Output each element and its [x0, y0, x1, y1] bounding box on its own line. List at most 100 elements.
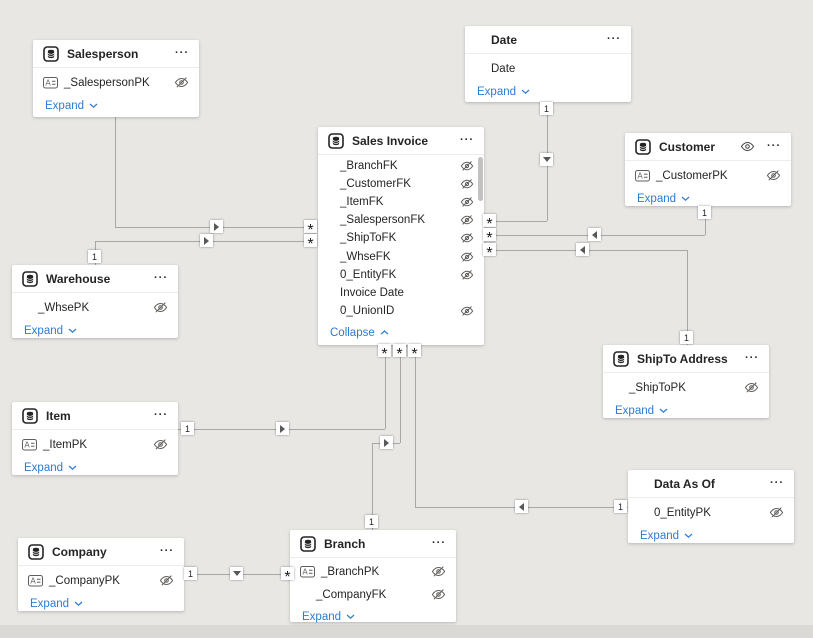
cardinality-one: 1	[88, 250, 101, 263]
more-options-button[interactable]: ···	[175, 47, 189, 59]
expand-toggle[interactable]: Expand	[290, 606, 456, 628]
eye-slash-icon	[769, 505, 784, 520]
table-card-item[interactable]: Item ··· _ItemPK Expand	[12, 402, 178, 475]
more-options-button[interactable]: ···	[745, 352, 759, 364]
filter-direction-arrow	[276, 422, 289, 435]
table-header[interactable]: Warehouse ···	[12, 265, 178, 293]
table-title: Company	[52, 544, 107, 559]
more-options-button[interactable]: ···	[432, 537, 446, 549]
field-name: _ItemFK	[340, 196, 384, 209]
more-options-button[interactable]: ···	[160, 545, 174, 557]
relationship-line-branch-salesinvoice[interactable]	[372, 443, 373, 530]
table-card-salesperson[interactable]: Salesperson ··· _SalespersonPK Expand	[33, 40, 199, 117]
cardinality-many: *	[483, 228, 496, 241]
table-card-date[interactable]: Date ··· Date Expand	[465, 26, 631, 102]
expand-toggle[interactable]: Expand	[625, 188, 791, 210]
table-card-sales-invoice[interactable]: Sales Invoice ··· _BranchFK _CustomerFK …	[318, 127, 484, 345]
relationship-line-customer-salesinvoice[interactable]	[705, 206, 706, 235]
relationship-line-salesperson-salesinvoice[interactable]	[115, 117, 116, 227]
relationship-line-shipto-salesinvoice[interactable]	[687, 250, 688, 345]
field-row[interactable]: _ItemPK	[12, 432, 178, 457]
table-card-data-as-of[interactable]: Data As Of ··· 0_EntityPK Expand	[628, 470, 794, 543]
table-header[interactable]: Customer ···	[625, 133, 791, 161]
field-name: _ShipToFK	[340, 232, 397, 245]
expand-toggle[interactable]: Expand	[12, 320, 178, 342]
field-name: _ItemPK	[43, 438, 88, 451]
table-card-warehouse[interactable]: Warehouse ··· _WhsePK Expand	[12, 265, 178, 338]
chevron-down-icon	[684, 533, 693, 539]
chevron-down-icon	[89, 103, 98, 109]
expand-label: Expand	[477, 86, 517, 98]
eye-slash-icon	[460, 231, 474, 245]
field-row[interactable]: _CustomerFK	[318, 175, 484, 193]
table-header[interactable]: ShipTo Address ···	[603, 345, 769, 373]
field-row[interactable]: _CompanyFK	[290, 583, 456, 606]
more-options-button[interactable]: ···	[154, 272, 168, 284]
expand-toggle[interactable]: Expand	[33, 95, 199, 117]
expand-toggle[interactable]: Expand	[18, 593, 184, 615]
eye-slash-icon	[431, 587, 446, 602]
eye-icon[interactable]	[740, 139, 755, 154]
database-table-icon	[635, 138, 651, 155]
database-table-icon	[328, 132, 344, 149]
more-options-button[interactable]: ···	[767, 140, 781, 152]
filter-direction-arrow	[200, 234, 213, 247]
relationship-line-dataasof-salesinvoice[interactable]	[415, 345, 416, 507]
collapse-toggle[interactable]: Collapse	[318, 320, 484, 345]
expand-toggle[interactable]: Expand	[465, 81, 631, 103]
scrollbar-thumb[interactable]	[478, 157, 483, 201]
table-card-shipto-address[interactable]: ShipTo Address ··· _ShipToPK Expand	[603, 345, 769, 418]
filter-direction-arrow	[380, 436, 393, 449]
expand-toggle[interactable]: Expand	[628, 525, 794, 547]
table-card-branch[interactable]: Branch ··· _BranchPK _CompanyFK Expand	[290, 530, 456, 623]
field-row[interactable]: 0_EntityFK	[318, 266, 484, 284]
field-name: _WhsePK	[38, 301, 90, 314]
eye-slash-icon	[153, 300, 168, 315]
relationship-line-date-salesinvoice[interactable]	[484, 221, 547, 222]
table-card-company[interactable]: Company ··· _CompanyPK Expand	[18, 538, 184, 611]
table-title: Data As Of	[654, 476, 715, 491]
expand-toggle[interactable]: Expand	[603, 400, 769, 422]
field-row[interactable]: _ShipToPK	[603, 375, 769, 400]
field-row[interactable]: _SalespersonPK	[33, 70, 199, 95]
eye-slash-icon	[159, 573, 174, 588]
field-row[interactable]: _ShipToFK	[318, 229, 484, 247]
field-row[interactable]: Invoice Date	[318, 284, 484, 302]
field-row[interactable]: _WhsePK	[12, 295, 178, 320]
table-header[interactable]: Date ···	[465, 26, 631, 54]
chevron-down-icon	[346, 614, 355, 620]
cardinality-many: *	[408, 344, 421, 357]
table-card-customer[interactable]: Customer ··· _CustomerPK Expand	[625, 133, 791, 206]
more-options-button[interactable]: ···	[607, 33, 621, 45]
field-row[interactable]: Date	[465, 56, 631, 81]
field-row[interactable]: _SalespersonFK	[318, 211, 484, 229]
field-name: 0_EntityFK	[340, 268, 397, 281]
table-header[interactable]: Company ···	[18, 538, 184, 566]
table-header[interactable]: Data As Of ···	[628, 470, 794, 498]
table-header[interactable]: Sales Invoice ···	[318, 127, 484, 155]
more-options-button[interactable]: ···	[460, 134, 474, 146]
chevron-down-icon	[681, 196, 690, 202]
table-header[interactable]: Branch ···	[290, 530, 456, 558]
field-row[interactable]: 0_EntityPK	[628, 500, 794, 525]
eye-slash-icon	[460, 159, 474, 173]
field-row[interactable]: 0_UnionID	[318, 302, 484, 320]
filter-direction-arrow	[210, 220, 223, 233]
expand-toggle[interactable]: Expand	[12, 457, 178, 479]
relationship-line-branch-salesinvoice[interactable]	[400, 345, 401, 443]
field-row[interactable]: _BranchPK	[290, 560, 456, 583]
field-row[interactable]: _BranchFK	[318, 157, 484, 175]
field-row[interactable]: _CompanyPK	[18, 568, 184, 593]
field-row[interactable]: _CustomerPK	[625, 163, 791, 188]
filter-direction-arrow	[540, 153, 553, 166]
table-header[interactable]: Salesperson ···	[33, 40, 199, 68]
expand-label: Expand	[45, 100, 85, 112]
relationship-line-item-salesinvoice[interactable]	[385, 345, 386, 429]
more-options-button[interactable]: ···	[154, 409, 168, 421]
field-row[interactable]: _WhseFK	[318, 247, 484, 265]
table-header[interactable]: Item ···	[12, 402, 178, 430]
eye-slash-icon	[766, 168, 781, 183]
field-row[interactable]: _ItemFK	[318, 193, 484, 211]
text-type-icon	[22, 438, 37, 450]
more-options-button[interactable]: ···	[770, 477, 784, 489]
